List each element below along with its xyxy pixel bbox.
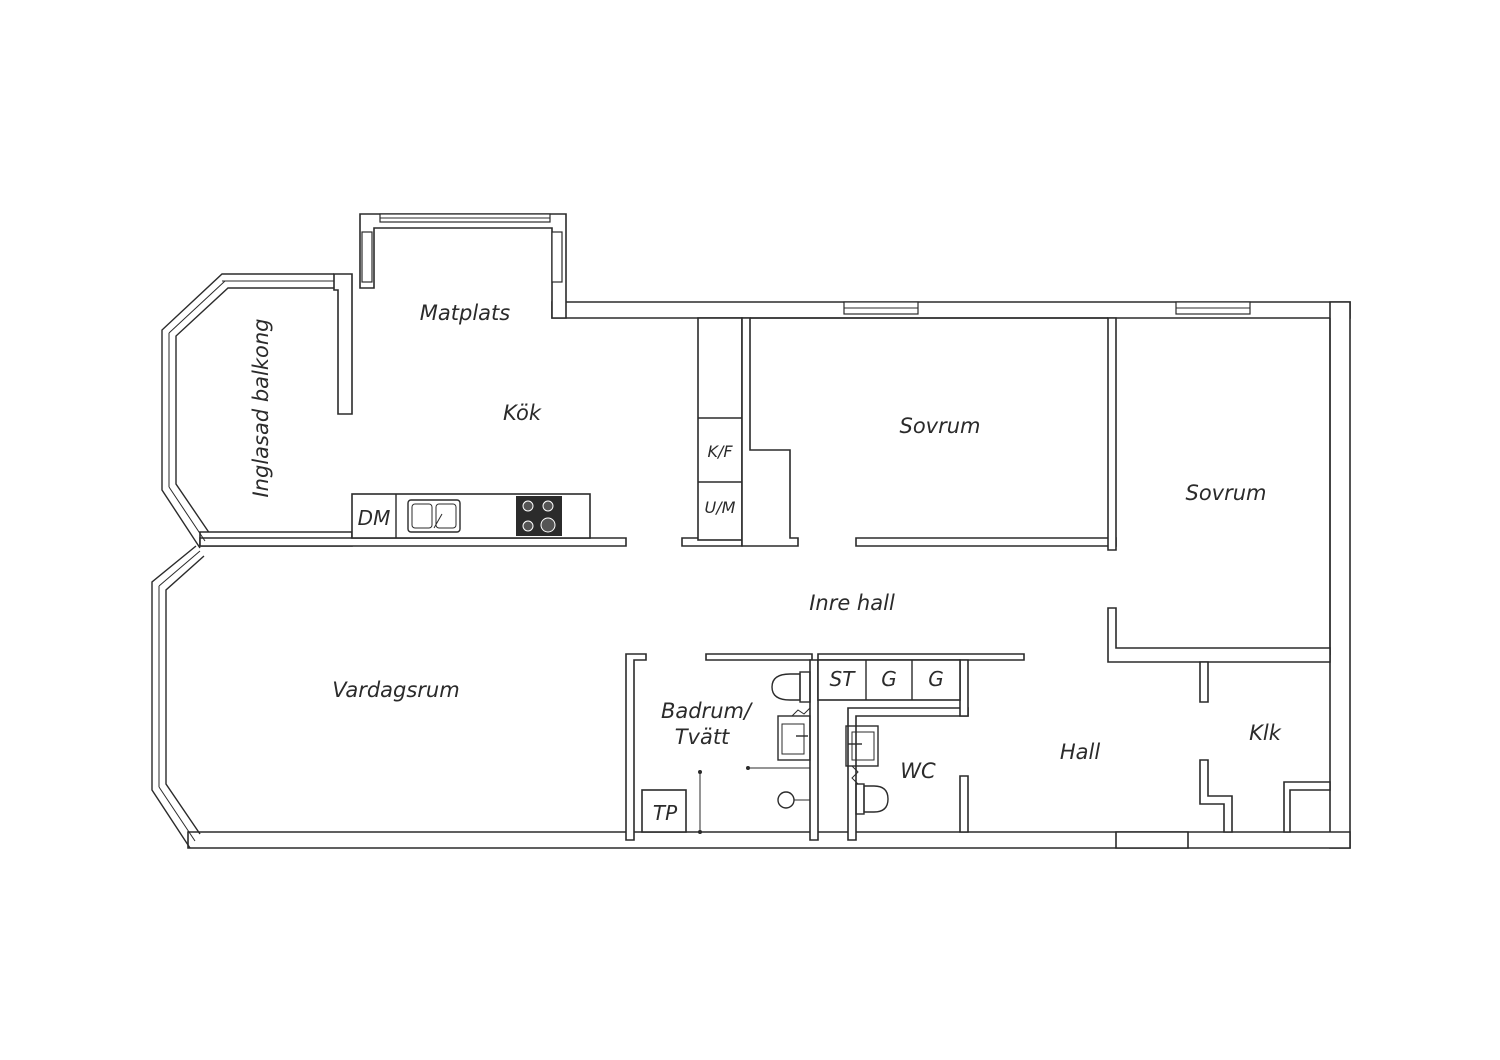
label-kok: Kök	[503, 401, 542, 425]
label-matplats: Matplats	[420, 301, 510, 325]
dryer-box	[641, 789, 687, 833]
label-tvatt: Tvätt	[675, 725, 730, 749]
label-klk: Klk	[1249, 721, 1282, 745]
label-inglasad-balkong: Inglasad balkong	[249, 318, 273, 497]
kf-column	[698, 417, 742, 483]
label-kf: K/F	[707, 442, 733, 461]
sink-icon	[407, 499, 461, 533]
label-sovrum-2: Sovrum	[1185, 481, 1266, 505]
bathroom-fixtures	[641, 671, 811, 834]
label-g-1: G	[881, 667, 897, 691]
stove-icon	[516, 496, 562, 536]
label-wc: WC	[900, 759, 936, 783]
label-g-2: G	[928, 667, 944, 691]
basin-icon	[777, 715, 811, 761]
label-inre-hall: Inre hall	[809, 591, 895, 615]
kitchen-counter	[351, 493, 591, 539]
interior-walls	[625, 317, 1331, 849]
wc-toilet-icon	[855, 783, 889, 815]
toilet-icon	[771, 671, 811, 703]
label-st: ST	[830, 667, 857, 691]
wc-fixtures	[845, 725, 889, 815]
label-vardagsrum: Vardagsrum	[332, 678, 459, 702]
wc-basin-icon	[845, 725, 879, 767]
label-sovrum-1: Sovrum	[899, 414, 980, 438]
shower-icon	[698, 766, 810, 834]
label-hall: Hall	[1060, 740, 1100, 764]
label-dm: DM	[358, 506, 391, 530]
label-um: U/M	[705, 498, 736, 517]
outer-walls	[151, 213, 1351, 849]
label-tp: TP	[653, 801, 678, 825]
label-badrum: Badrum/	[661, 699, 753, 723]
storage-block	[817, 659, 961, 701]
windows	[158, 213, 1251, 842]
room-labels: Inglasad balkong Matplats Kök Sovrum Sov…	[249, 301, 1282, 783]
fixture-labels: DM K/F U/M ST G G TP	[358, 442, 944, 825]
tap-icon	[791, 707, 811, 717]
